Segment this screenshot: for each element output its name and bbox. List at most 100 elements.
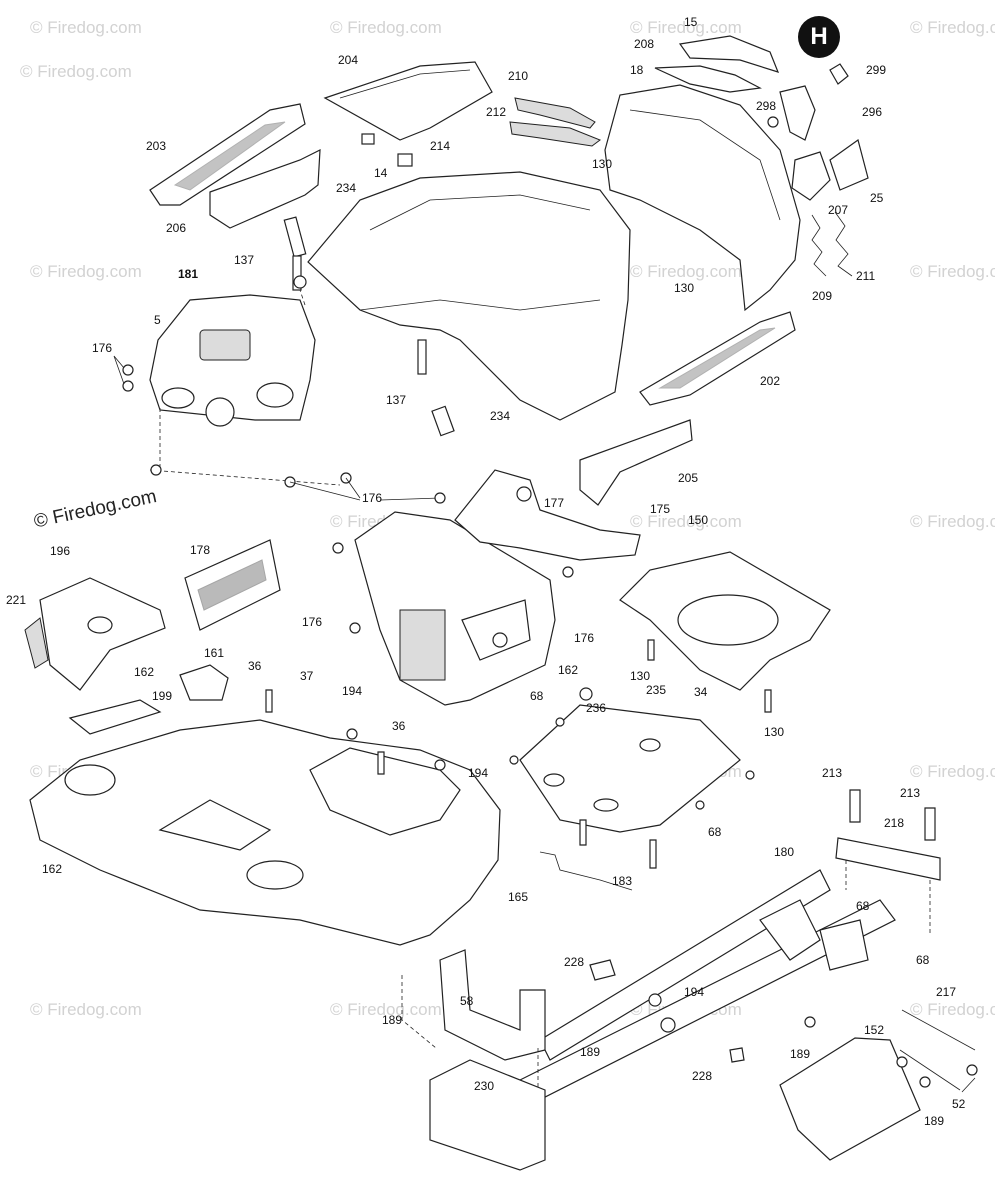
part-36-bolt — [377, 751, 385, 775]
part-label: 181 — [178, 267, 199, 281]
part-68-nut — [509, 755, 519, 765]
part-137-strip — [417, 339, 427, 375]
part-label: 152 — [864, 1023, 885, 1037]
part-15-trim — [678, 35, 780, 73]
watermark: © Firedog.com — [630, 512, 742, 531]
part-183-bolt — [579, 819, 587, 846]
part-152-shield — [779, 1037, 921, 1161]
part-label: 228 — [564, 955, 585, 969]
part-label: 298 — [756, 99, 777, 113]
part-162-console — [354, 511, 556, 706]
watermark: © Firedog.com — [910, 1000, 995, 1019]
part-181-plug — [293, 275, 307, 289]
watermark: © Firedog.com — [30, 262, 142, 281]
part-213-bolt — [849, 789, 861, 823]
part-label: 206 — [166, 221, 187, 235]
part-label: 194 — [342, 684, 363, 698]
part-234-decal — [283, 216, 307, 258]
part-34-plate — [519, 704, 741, 833]
part-36-bolt — [265, 689, 273, 713]
part-194-grommet — [346, 728, 358, 740]
part-58-bracket — [439, 949, 546, 1061]
watermark: © Firedog.com — [20, 62, 132, 81]
watermark: © Firedog.com — [330, 18, 442, 37]
part-214-clip — [361, 133, 375, 145]
part-206-bracket — [209, 149, 321, 229]
part-205-panel — [579, 419, 693, 506]
part-label: 130 — [764, 725, 785, 739]
part-209-spring — [811, 214, 827, 277]
part-label: 228 — [692, 1069, 713, 1083]
part-25-cover — [829, 139, 869, 191]
watermark: © Firedog.com — [630, 262, 742, 281]
part-218-bracket — [835, 837, 941, 881]
part-label: 68 — [530, 689, 544, 703]
part-176-screw — [434, 492, 446, 504]
part-label: 183 — [612, 874, 633, 888]
brand-logo: H — [798, 16, 840, 58]
part-175-bracket — [454, 469, 641, 561]
part-189-bolt — [919, 1076, 931, 1088]
part-label: 213 — [822, 766, 843, 780]
part-196-cover — [39, 577, 166, 691]
part-210-vent — [514, 97, 596, 129]
part-label: 236 — [586, 701, 607, 715]
part-label: 296 — [862, 105, 883, 119]
part-label: 18 — [630, 63, 644, 77]
part-label: 211 — [856, 269, 876, 283]
part-177-nut — [516, 486, 532, 502]
part-label: 130 — [674, 281, 695, 295]
part-label: 137 — [386, 393, 407, 407]
part-label: 234 — [490, 409, 511, 423]
part-label: 176 — [92, 341, 113, 355]
part-234-decal — [431, 405, 455, 437]
part-176-screw — [332, 542, 344, 554]
watermark: © Firedog.com — [910, 262, 995, 281]
part-178-vent-panel — [184, 539, 281, 631]
part-165-rod — [539, 851, 633, 891]
part-label: 189 — [924, 1114, 945, 1128]
part-221-pad — [24, 617, 49, 669]
part-label: 165 — [508, 890, 529, 904]
part-label: 36 — [248, 659, 262, 673]
part-label: 189 — [580, 1045, 601, 1059]
part-137-strip — [292, 255, 302, 291]
part-label: 34 — [694, 685, 708, 699]
part-68-nut — [695, 800, 705, 810]
part-label: 210 — [508, 69, 529, 83]
part-199-plate — [68, 699, 162, 735]
part-194-grommet — [434, 759, 446, 771]
part-label: 202 — [760, 374, 781, 388]
part-194-grommet — [660, 1017, 676, 1033]
part-212-vent — [509, 121, 602, 147]
part-label: 199 — [152, 689, 173, 703]
watermark: © Firedog.com — [330, 1000, 442, 1019]
part-label: 177 — [544, 496, 565, 510]
part-214-clip — [397, 153, 413, 167]
part-label: 162 — [134, 665, 155, 679]
part-176-screw — [122, 364, 134, 376]
part-label: 214 — [430, 139, 451, 153]
part-label: 68 — [856, 899, 870, 913]
part-label: 230 — [474, 1079, 495, 1093]
part-label: 176 — [302, 615, 323, 629]
part-label: 162 — [42, 862, 63, 876]
part-label: 208 — [634, 37, 655, 51]
part-161-clip — [179, 664, 229, 701]
part-label: 194 — [468, 766, 489, 780]
watermark: © Firedog.com — [630, 18, 742, 37]
part-235-bushing — [579, 687, 593, 701]
part-217-rod — [901, 1009, 976, 1051]
part-label: 15 — [684, 15, 698, 29]
part-label: 5 — [154, 313, 161, 327]
part-label: 68 — [916, 953, 930, 967]
part-label: 37 — [300, 669, 314, 683]
part-183-bolt — [649, 839, 657, 869]
part-label: 189 — [382, 1013, 403, 1027]
part-label: 180 — [774, 845, 795, 859]
part-label: 205 — [678, 471, 699, 485]
part-label: 212 — [486, 105, 507, 119]
part-68-nut — [555, 717, 565, 727]
